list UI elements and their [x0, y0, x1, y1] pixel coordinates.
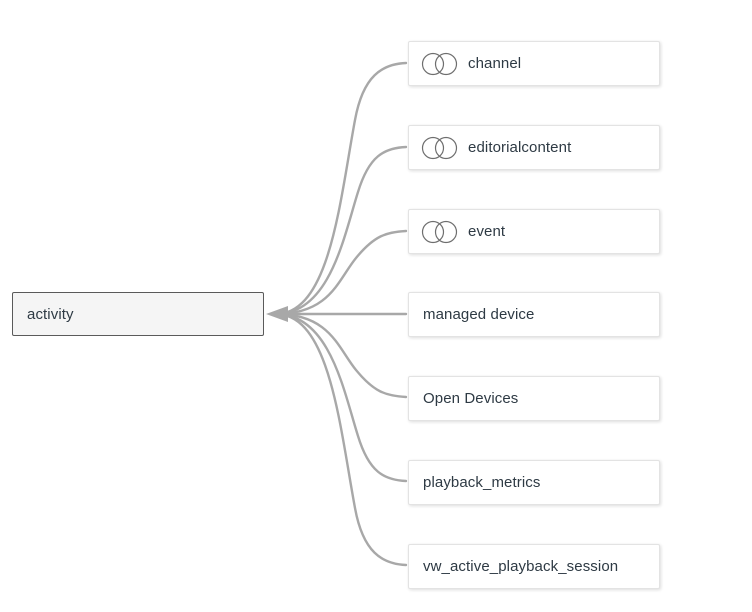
source-node-activity[interactable]: activity — [12, 292, 264, 336]
edge-to-editorialcontent — [274, 145, 408, 316]
edge-to-channel — [274, 61, 408, 316]
target-node-label: vw_active_playback_session — [423, 558, 619, 575]
venn-circles-icon — [421, 52, 458, 75]
target-node-label: managed device — [423, 306, 535, 323]
target-node-open-devices[interactable]: Open Devices — [408, 376, 660, 421]
target-node-label: event — [468, 223, 506, 240]
venn-circles-icon — [421, 136, 458, 159]
target-node-label: playback_metrics — [423, 474, 541, 491]
target-node-vw-active-playback-session[interactable]: vw_active_playback_session — [408, 544, 660, 589]
venn-circles-icon — [421, 220, 458, 243]
edge-to-open-devices — [274, 312, 408, 399]
target-node-channel[interactable]: channel — [408, 41, 660, 86]
edge-to-event — [274, 229, 408, 316]
edge-arrowhead-icon — [266, 306, 288, 322]
target-node-label: Open Devices — [423, 390, 519, 407]
target-node-editorialcontent[interactable]: editorialcontent — [408, 125, 660, 170]
source-node-label: activity — [27, 305, 74, 323]
target-node-playback-metrics[interactable]: playback_metrics — [408, 460, 660, 505]
edge-to-playback-metrics — [274, 312, 408, 483]
target-node-managed-device[interactable]: managed device — [408, 292, 660, 337]
target-node-label: channel — [468, 55, 522, 72]
edge-to-vw-active-playback-session — [274, 312, 408, 567]
target-node-event[interactable]: event — [408, 209, 660, 254]
target-node-label: editorialcontent — [468, 139, 572, 156]
